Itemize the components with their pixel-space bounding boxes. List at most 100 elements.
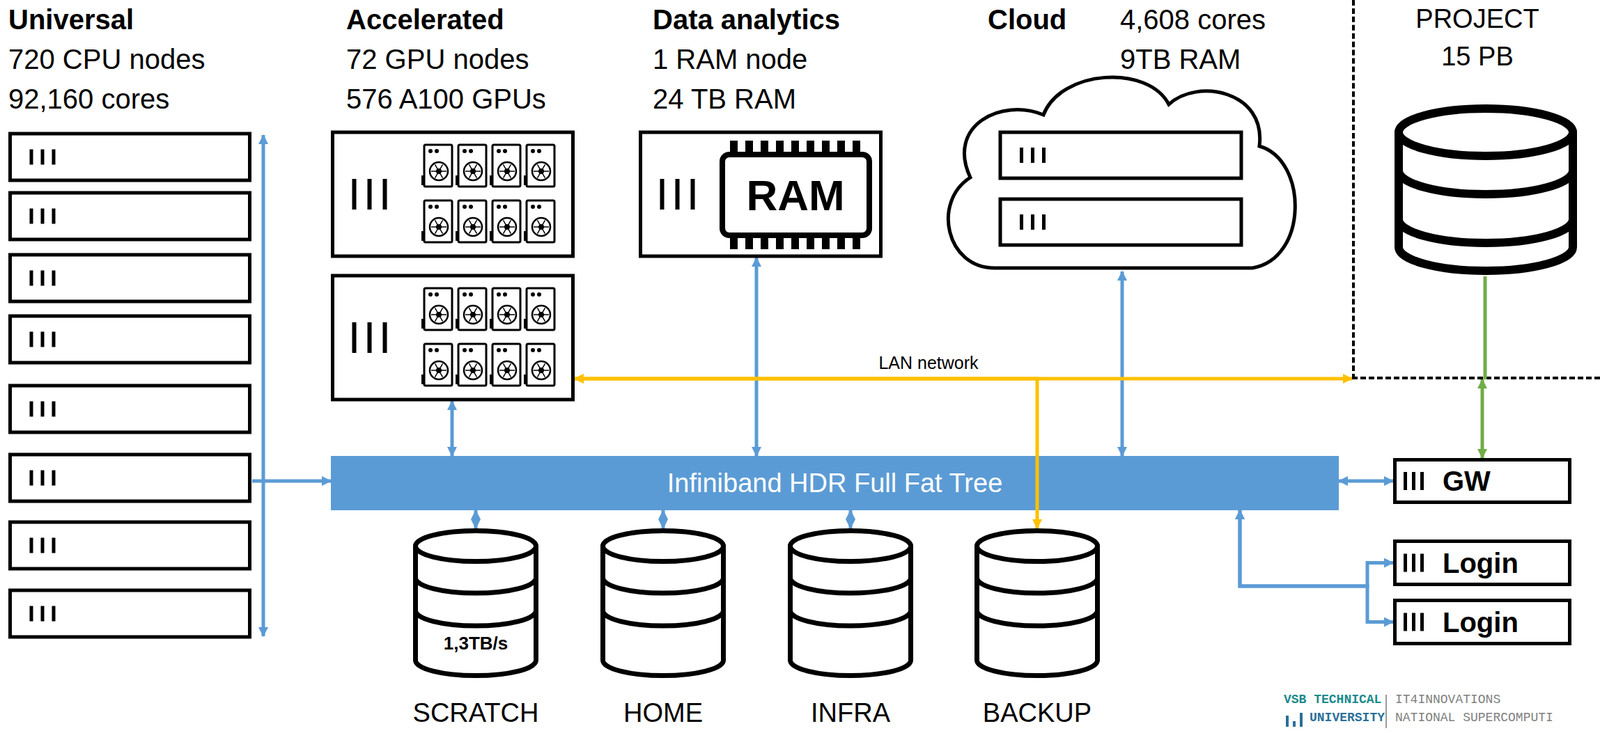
server-mark [367,179,372,210]
gpu-card [523,144,555,187]
server-mark [1030,214,1035,230]
gpu-card [421,344,453,386]
cylinder-band [415,610,537,627]
server-mark [41,538,45,554]
cylinder-band [1398,219,1573,244]
connector [849,510,853,529]
node-text: Login [1442,547,1519,580]
node-illustration [787,528,914,679]
server-mark [367,322,372,354]
connector-label: LAN network [875,352,981,374]
gpu-card [455,200,487,243]
server-mark [1403,472,1408,491]
node-text: HOME [623,698,703,728]
server-mark [52,270,56,287]
login-box: Login [1393,599,1572,646]
gpu-card [523,200,555,243]
server-mark [1411,554,1416,573]
server-mark [52,401,56,418]
server-mark [675,179,680,210]
node-illustration [600,528,726,679]
storage-cylinder: 1,3TB/sSCRATCH [413,528,539,679]
connector [574,378,1038,529]
server-mark [29,606,34,623]
server-mark [29,149,34,166]
node-text: Infiniband HDR Full Fat Tree [667,468,1004,499]
server-mark [52,538,56,554]
node-text: 4,608 cores 9TB RAM [1120,0,1284,80]
gateway-box: GW [1393,458,1572,505]
server-box [332,132,574,257]
server-mark [690,179,696,210]
server-mark [29,538,34,554]
storage-link-stub [1483,276,1488,380]
server-box [332,275,574,400]
server-mark [41,270,45,287]
logo-separator [1385,695,1387,729]
connector [1480,379,1485,459]
chip-label: RAM [746,172,845,220]
server-mark [41,401,45,418]
server-mark [41,332,45,348]
node-heading: Data analytics [652,0,883,40]
node-heading: Universal [8,0,253,40]
server-mark [52,149,56,166]
server-mark [41,606,45,623]
connector [1239,510,1394,587]
server-mark [1019,147,1024,163]
logo-text: IT4INNOVATIONS [1395,693,1501,708]
node-text: PROJECT 15 PB [1407,0,1548,76]
server-mark [29,270,34,287]
cylinder-body [603,546,724,677]
server-mark [29,332,34,348]
server-mark [29,470,34,487]
storage-cylinder: HOME [600,528,726,679]
server-box [10,590,251,638]
cylinder-band [977,610,1098,627]
server-mark [1420,613,1424,632]
cylinder-body [790,546,912,677]
node-heading: 1,3TB/s [413,633,539,655]
cylinder-band [790,610,912,627]
server-mark [1411,472,1416,491]
gpu-card [455,144,487,187]
server-mark [1030,147,1035,163]
node-heading: Accelerated [346,0,575,40]
server-box [10,316,251,363]
server-mark [1403,613,1408,632]
server-box [1000,199,1242,246]
connector [1239,510,1394,623]
gpu-card [489,200,521,243]
gpu-card [489,288,521,331]
connector [252,479,331,484]
cylinder-band [977,578,1098,594]
cylinder-band [790,578,912,594]
connector [661,510,666,529]
server-mark [52,208,56,225]
node-text: GW [1442,465,1491,498]
cylinder-band [1398,170,1573,195]
gpu-card [421,288,453,331]
login-box: Login [1393,539,1572,587]
node-illustration [938,0,1302,272]
server-box [640,132,882,257]
cylinder-top [1398,108,1573,157]
server-mark [383,322,388,354]
logo-text: NATIONAL SUPERCOMPUTI [1395,711,1554,726]
cylinder-top [977,531,1098,563]
connector [1120,271,1125,457]
gpu-card [523,288,555,331]
logo-text: UNIVERSITY [1309,711,1385,726]
server-mark [52,332,56,348]
node-text: Login [1442,606,1519,639]
server-mark [29,208,34,225]
server-box [10,385,251,433]
server-mark [29,401,34,418]
node-heading: Cloud [987,0,1121,40]
server-mark [41,208,45,225]
cloud-outline [948,77,1295,269]
connector [450,401,455,457]
gpu-card [455,344,487,386]
cpu-bus-line [261,135,266,637]
